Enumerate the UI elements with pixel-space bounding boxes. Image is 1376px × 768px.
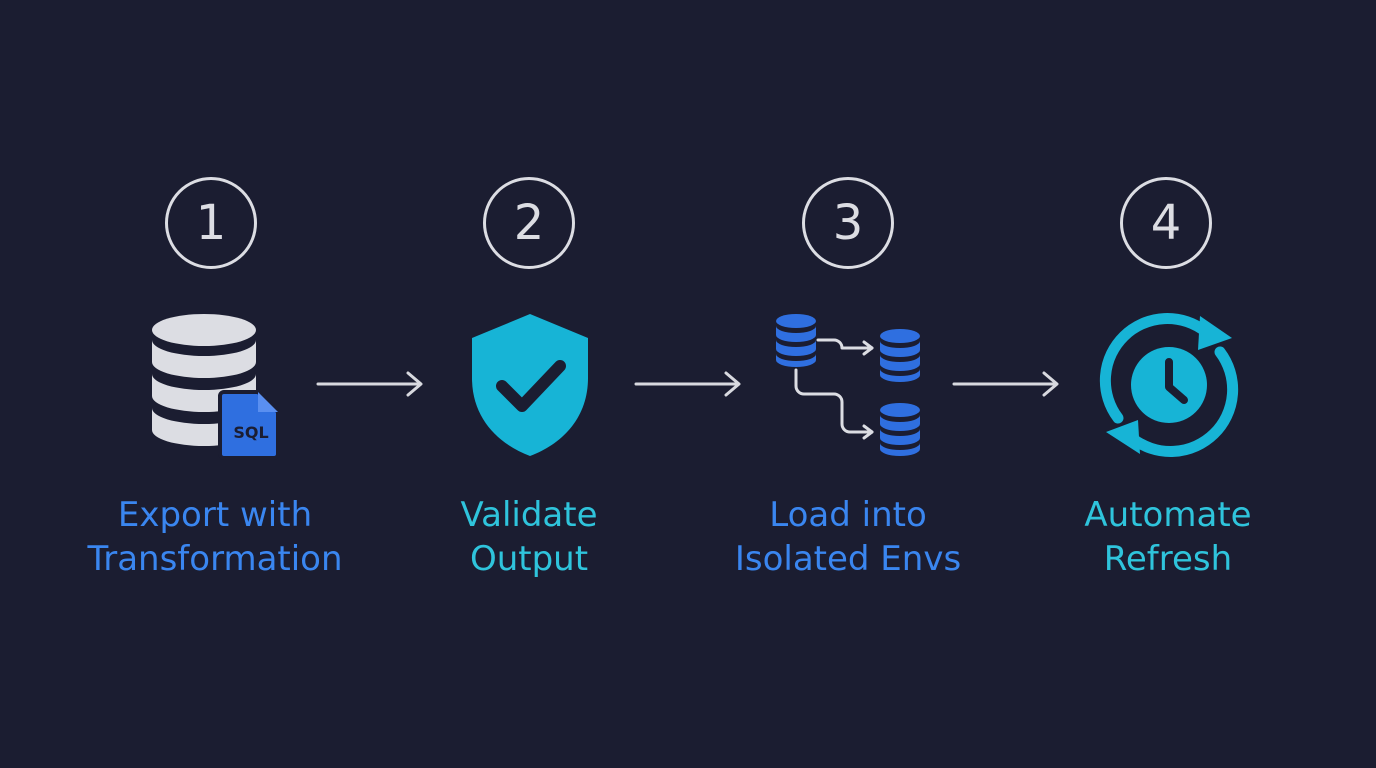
database-branch-icon [776, 314, 920, 456]
step-3-label-line-2: Isolated Envs [734, 539, 962, 579]
step-2-number: 2 [483, 177, 575, 269]
step-3-label: Load into Isolated Envs [688, 493, 1008, 581]
arrow-right-icon [634, 371, 741, 397]
step-1-label: Export with Transformation [55, 493, 375, 581]
step-3-label-line-1: Load into [769, 495, 927, 535]
step-2-label-line-1: Validate [460, 495, 598, 535]
database-sql-icon: SQL [152, 314, 280, 460]
step-3-number: 3 [802, 177, 894, 269]
arrow-right-icon [952, 371, 1059, 397]
shield-check-icon [472, 314, 588, 456]
arrow-right-icon [316, 371, 423, 397]
step-2-label-line-2: Output [469, 539, 589, 579]
step-4-number: 4 [1120, 177, 1212, 269]
sql-badge-text: SQL [233, 423, 268, 442]
step-4-label-line-1: Automate [1084, 495, 1252, 535]
step-4-label: Automate Refresh [1008, 493, 1328, 581]
step-2-label: Validate Output [369, 493, 689, 581]
step-1-label-line-1: Export with [117, 495, 313, 535]
step-1-label-line-2: Transformation [87, 539, 343, 579]
clock-refresh-icon [1099, 313, 1239, 457]
step-1-number: 1 [165, 177, 257, 269]
step-4-label-line-2: Refresh [1103, 539, 1233, 579]
